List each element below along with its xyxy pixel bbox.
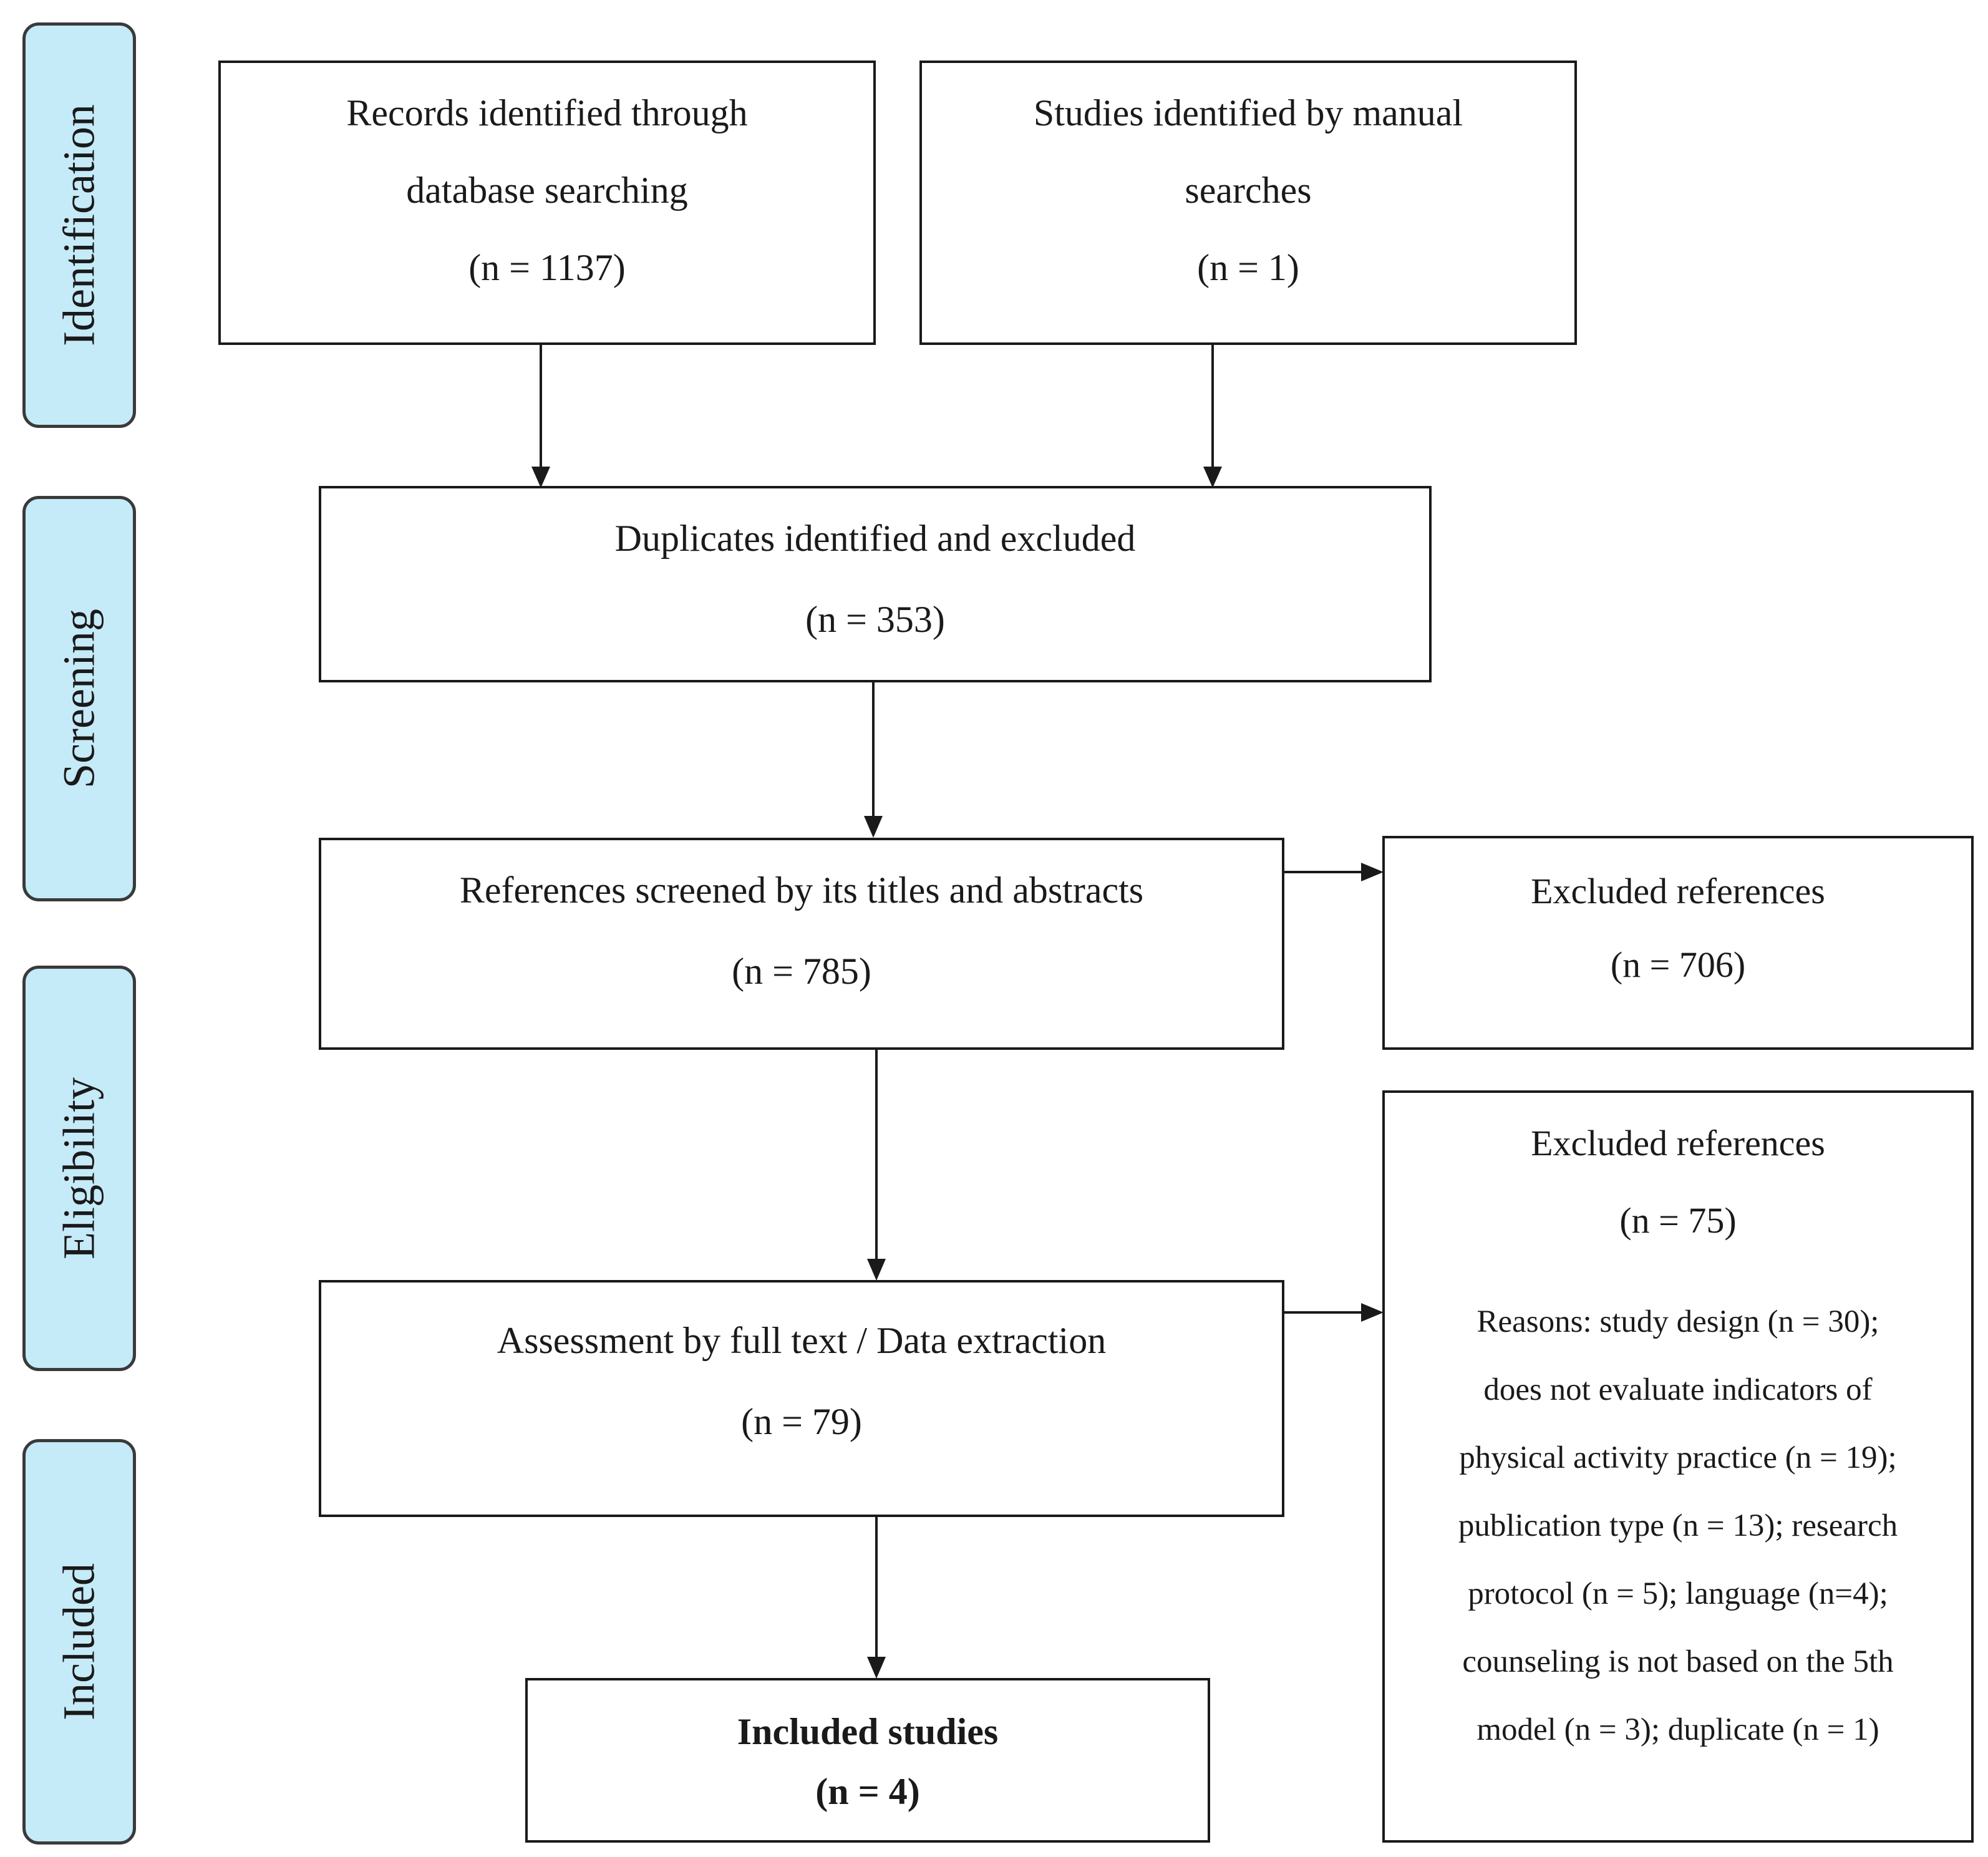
studies-manual-line-1: Studies identified by manual xyxy=(1033,92,1463,133)
exclusion-reason-line: protocol (n = 5); language (n=4); xyxy=(1468,1576,1888,1611)
full-text-count: (n = 79) xyxy=(741,1401,862,1442)
excluded-screening-count: (n = 706) xyxy=(1610,944,1746,985)
included-studies-box: Included studies (n = 4) xyxy=(525,1678,1210,1843)
studies-manual-line-2: searches xyxy=(1185,170,1312,211)
phase-eligibility: Eligibility xyxy=(22,966,136,1371)
phase-identification: Identification xyxy=(22,22,136,428)
records-database-line-2: database searching xyxy=(406,170,688,211)
duplicates-count: (n = 353) xyxy=(805,599,945,640)
exclusion-reason-line: model (n = 3); duplicate (n = 1) xyxy=(1476,1712,1879,1747)
arrowhead xyxy=(1361,863,1384,881)
screened-label: References screened by its titles and ab… xyxy=(459,870,1144,911)
excluded-screening-label: Excluded references xyxy=(1531,871,1825,911)
records-database-box: Records identified through database sear… xyxy=(218,61,876,345)
full-text-box: Assessment by full text / Data extractio… xyxy=(319,1280,1284,1517)
arrowhead xyxy=(1203,467,1222,488)
duplicates-box: Duplicates identified and excluded (n = … xyxy=(319,486,1432,682)
arrowhead xyxy=(531,467,550,488)
exclusion-reason-line: physical activity practice (n = 19); xyxy=(1459,1440,1897,1475)
included-studies-count: (n = 4) xyxy=(815,1771,920,1812)
screened-count: (n = 785) xyxy=(732,951,871,992)
full-text-label: Assessment by full text / Data extractio… xyxy=(497,1320,1107,1361)
excluded-full-text-box: Excluded references (n = 75) Reasons: st… xyxy=(1382,1090,1974,1843)
phase-screening: Screening xyxy=(22,496,136,901)
records-database-line-1: Records identified through xyxy=(346,92,748,133)
excluded-full-text-count: (n = 75) xyxy=(1619,1200,1737,1241)
arrowhead xyxy=(867,1259,886,1281)
excluded-full-text-label: Excluded references xyxy=(1531,1123,1825,1163)
exclusion-reason-line: counseling is not based on the 5th xyxy=(1462,1644,1894,1679)
excluded-screening-box: Excluded references (n = 706) xyxy=(1382,836,1974,1050)
exclusion-reason-line: publication type (n = 13); research xyxy=(1458,1508,1898,1543)
arrowhead xyxy=(867,1657,886,1679)
records-database-count: (n = 1137) xyxy=(468,247,626,288)
exclusion-reason-line: Reasons: study design (n = 30); xyxy=(1476,1304,1879,1339)
screened-box: References screened by its titles and ab… xyxy=(319,838,1284,1050)
exclusion-reason-line: does not evaluate indicators of xyxy=(1483,1372,1873,1407)
duplicates-label: Duplicates identified and excluded xyxy=(614,518,1136,559)
included-studies-label: Included studies xyxy=(737,1711,999,1752)
studies-manual-count: (n = 1) xyxy=(1197,247,1299,288)
arrowhead xyxy=(1361,1303,1384,1322)
arrowhead xyxy=(864,816,883,838)
studies-manual-box: Studies identified by manual searches (n… xyxy=(919,61,1577,345)
phase-included: Included xyxy=(22,1439,136,1845)
